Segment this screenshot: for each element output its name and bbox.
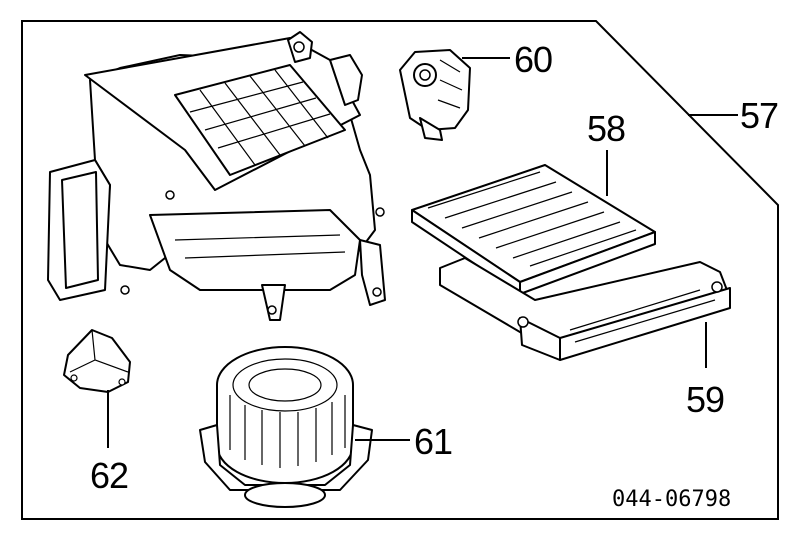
air-filter-58 bbox=[411, 164, 656, 295]
callout-58: 58 bbox=[587, 108, 625, 149]
blower-motor-61 bbox=[199, 346, 373, 508]
callout-60: 60 bbox=[514, 39, 552, 80]
heater-core-59 bbox=[439, 257, 731, 361]
heater-unit-housing bbox=[47, 31, 386, 321]
callout-62: 62 bbox=[90, 455, 128, 496]
blower-resistor-62 bbox=[63, 329, 131, 393]
callout-61: 61 bbox=[414, 421, 452, 462]
servo-motor-60 bbox=[399, 49, 471, 141]
callout-59: 59 bbox=[686, 379, 724, 420]
callout-57: 57 bbox=[740, 95, 778, 136]
diagram-code: 044-06798 bbox=[612, 487, 731, 512]
diagram-frame bbox=[21, 20, 779, 520]
